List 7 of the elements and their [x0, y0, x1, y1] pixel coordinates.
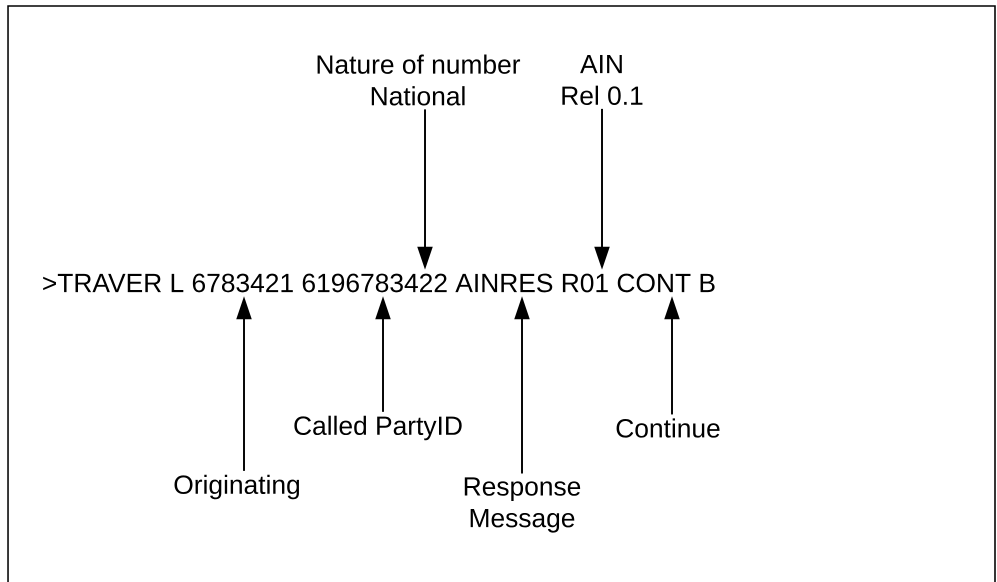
field-label: AIN Rel 0.1	[562, 54, 642, 105]
field-label: Originating	[174, 474, 300, 500]
field-label: Continue	[616, 418, 720, 438]
command-line: >TRAVER L 6783421 6196783422 AINRES R01 CONT B	[43, 274, 715, 292]
field-label: Called PartyID	[294, 416, 462, 440]
field-label: Response Message	[464, 477, 580, 533]
field-label: Nature of number National	[318, 54, 520, 106]
